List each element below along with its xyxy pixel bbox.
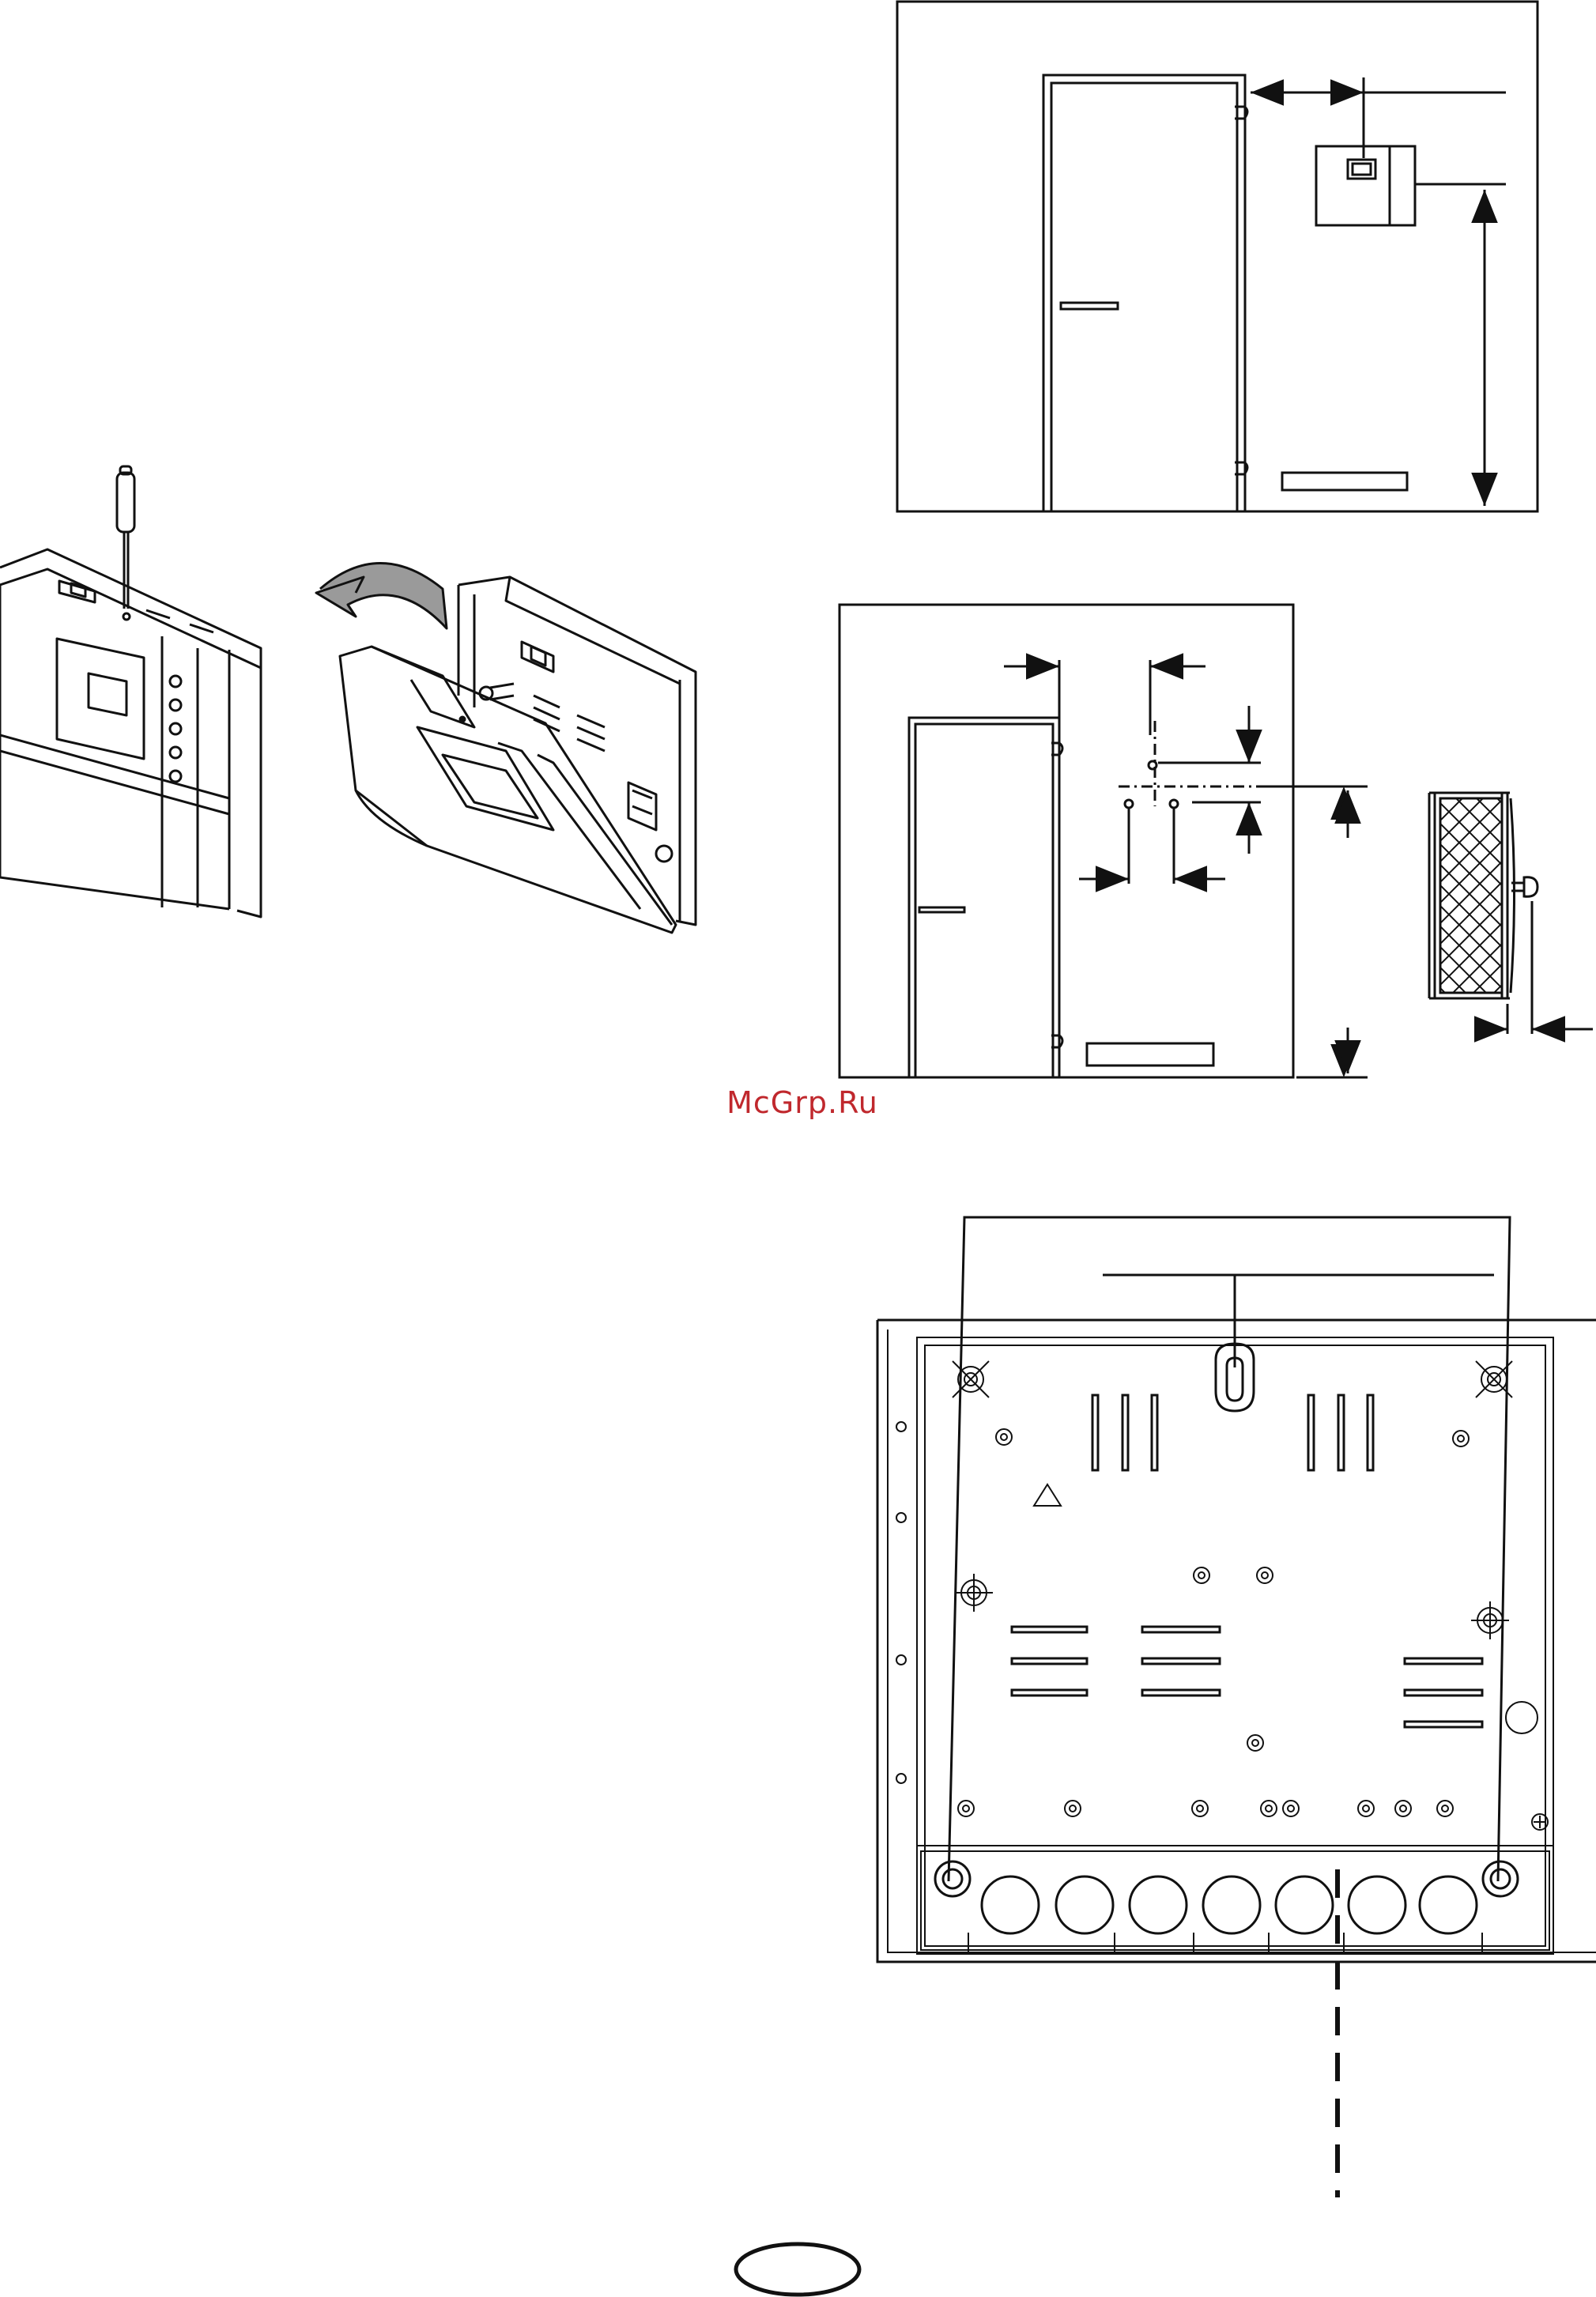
screwdriver-icon bbox=[117, 466, 134, 620]
housing-back-plate bbox=[877, 1217, 1596, 2197]
control-unit-closed-drawing bbox=[0, 549, 261, 917]
wall-section bbox=[1429, 793, 1593, 1034]
control-unit-open-drawing bbox=[316, 564, 696, 934]
watermark-text: McGrp.Ru bbox=[723, 1085, 881, 1120]
wall-position-elevation bbox=[897, 2, 1538, 511]
page-number bbox=[735, 2242, 860, 2297]
mounting-holes-elevation bbox=[840, 605, 1368, 1077]
rotate-arrow-icon bbox=[316, 564, 447, 629]
